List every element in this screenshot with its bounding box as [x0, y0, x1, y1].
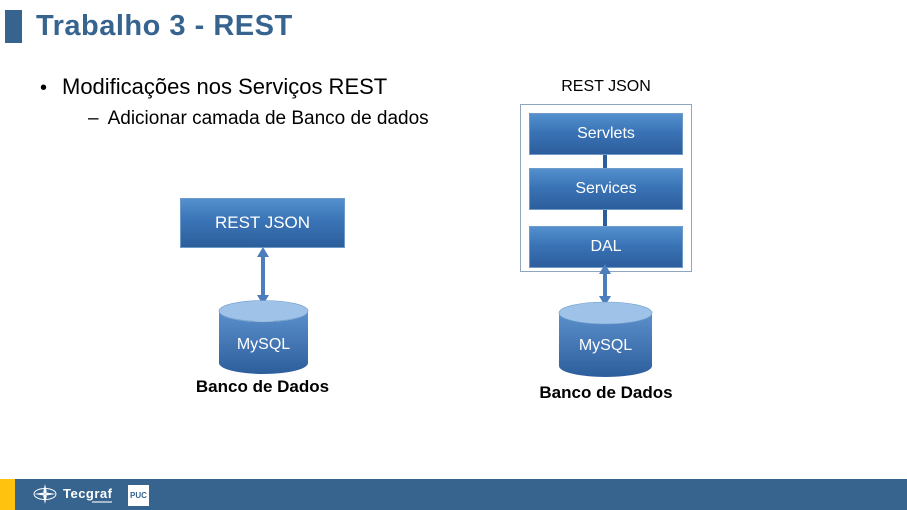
- left-database-cylinder-icon: [218, 300, 309, 374]
- sub-bullet-text: Adicionar camada de Banco de dados: [107, 108, 429, 129]
- layer-connector: [603, 155, 607, 168]
- left-rest-json-box: REST JSON: [180, 198, 345, 248]
- left-rest-json-label: REST JSON: [214, 213, 311, 232]
- tecgraf-tagline-mark: [92, 501, 112, 503]
- layer-box-servlets: Servlets: [529, 113, 683, 155]
- left-database-label: MySQL: [236, 336, 291, 353]
- layer-services-label: Services: [575, 180, 637, 197]
- right-database-caption: Banco de Dados: [539, 383, 673, 402]
- footer-bar: Tecgraf PUC: [0, 479, 907, 510]
- title-accent-square: [5, 10, 22, 43]
- puc-logo: PUC: [128, 485, 149, 506]
- dash-icon: –: [88, 108, 99, 129]
- bullet-text: Modificações nos Serviços REST: [62, 74, 388, 99]
- layer-box-dal: DAL: [529, 226, 683, 268]
- right-double-arrow-icon: [599, 264, 611, 306]
- sub-bullet-item: –Adicionar camada de Banco de dados: [88, 108, 429, 130]
- left-database-caption: Banco de Dados: [195, 377, 330, 396]
- tecgraf-logo-text: Tecgraf: [63, 486, 113, 501]
- layer-dal-label: DAL: [590, 238, 622, 255]
- footer-accent-stripe: [0, 479, 15, 510]
- right-diagram-heading: REST JSON: [561, 78, 651, 95]
- rest-service-layers-container: Servlets Services DAL: [520, 104, 692, 272]
- left-double-arrow-icon: [257, 247, 269, 305]
- puc-logo-text: PUC: [130, 491, 147, 500]
- right-database-cylinder-icon: [558, 301, 653, 377]
- right-database-label: MySQL: [578, 337, 633, 354]
- layer-servlets-label: Servlets: [577, 125, 635, 142]
- layer-box-services: Services: [529, 168, 683, 210]
- page-title: Trabalho 3 - REST: [36, 10, 293, 42]
- bullet-icon: •: [40, 77, 48, 99]
- layer-connector: [603, 210, 607, 226]
- bullet-item: • Modificações nos Serviços REST: [40, 74, 387, 100]
- tecgraf-compass-icon: [33, 484, 57, 504]
